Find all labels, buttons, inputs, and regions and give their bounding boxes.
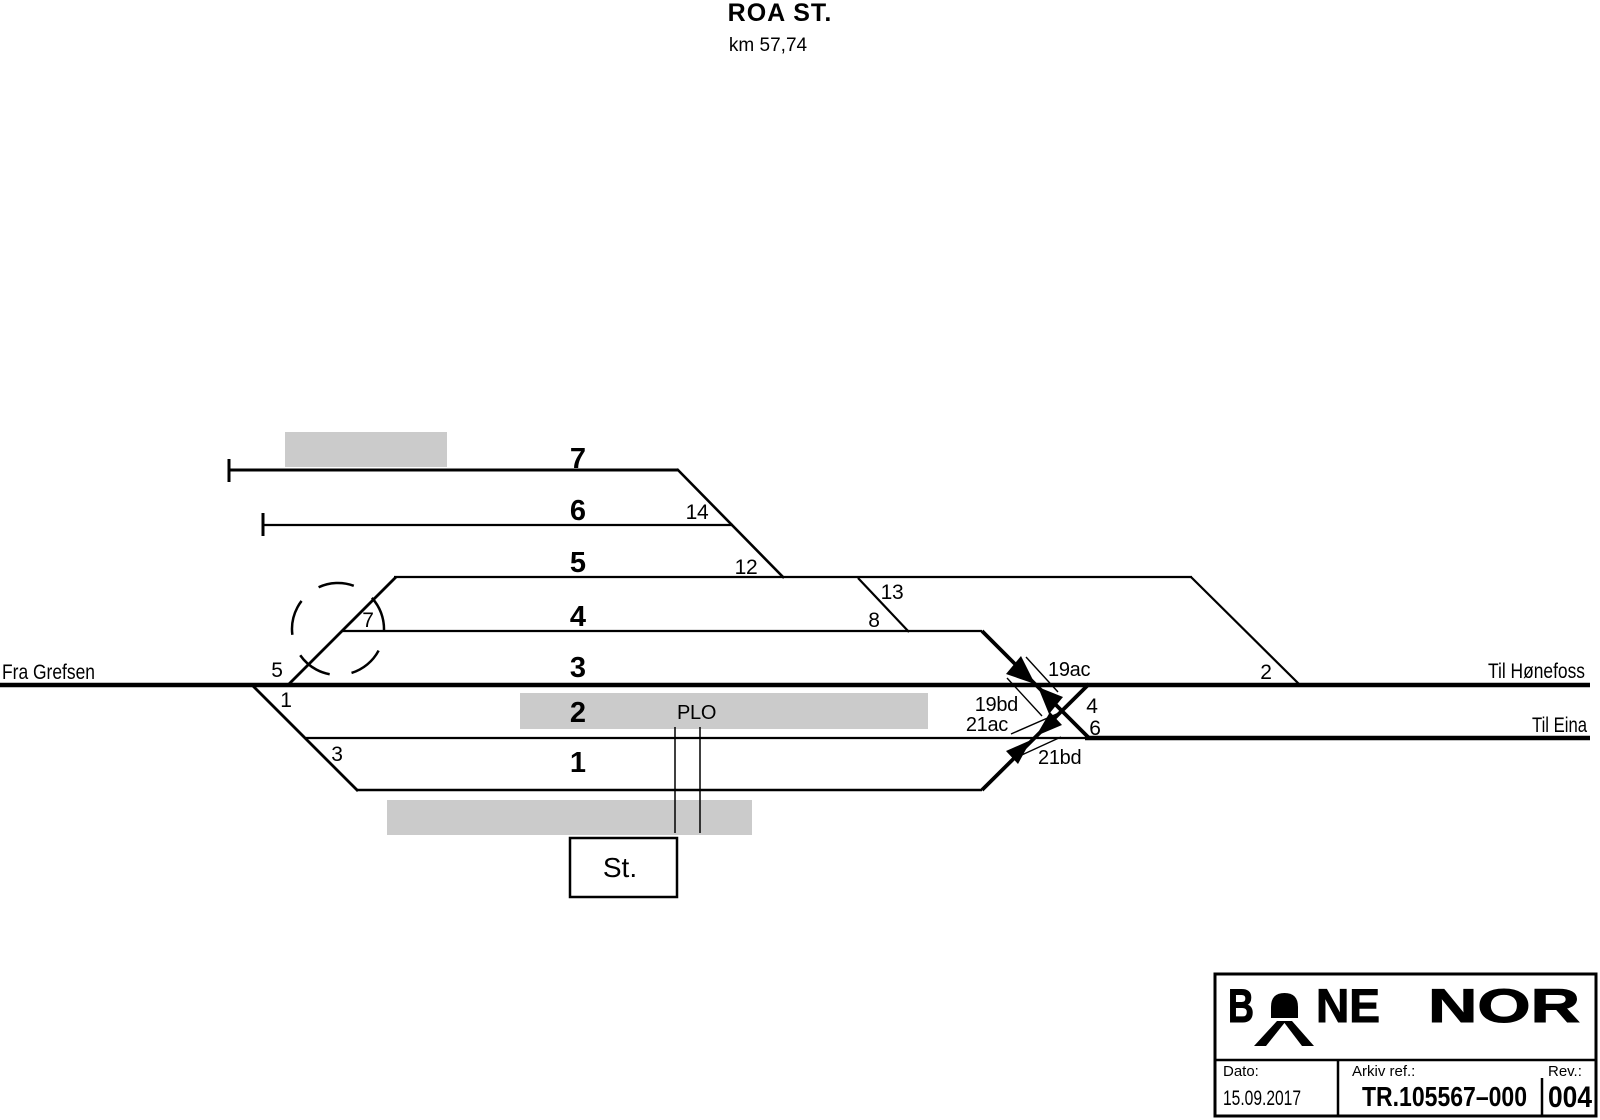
platform-track1	[387, 800, 752, 835]
switch-label-14: 14	[686, 501, 709, 524]
logo-letter-b: B	[1228, 979, 1254, 1032]
switch-13-diagonal	[857, 577, 910, 633]
switch-5-diagonal	[286, 576, 397, 687]
crossing-label-21bd: 21bd	[1038, 747, 1081, 769]
logo-tunnel-dome-icon	[1271, 993, 1298, 1018]
track-5-exit-diagonal	[1190, 576, 1302, 687]
bane-nor-logo: B NE NOR	[1228, 979, 1581, 1046]
track-number-5: 5	[570, 547, 586, 579]
station-building-label: St.	[603, 852, 637, 883]
dato-label: Dato:	[1223, 1063, 1259, 1080]
leader-21bd	[1012, 736, 1062, 760]
track-number-4: 4	[570, 601, 586, 633]
switch-label-7: 7	[362, 609, 373, 632]
crossover-diagonal-up	[980, 682, 1091, 792]
logo-right-leg-icon	[1283, 1021, 1314, 1046]
to-eina-label: Til Eina	[1532, 714, 1587, 737]
logo-letters-ne: NE	[1316, 979, 1380, 1032]
crossing-triangle-19-lower	[1038, 687, 1063, 714]
leader-19ac	[1025, 656, 1059, 693]
crossing-triangle-21-lower	[1006, 740, 1031, 764]
crossing-triangle-21-upper	[1036, 712, 1062, 736]
to-honefoss-label: Til Hønefoss	[1488, 660, 1585, 683]
crossing-label-21ac: 21ac	[966, 714, 1008, 736]
switch-label-2: 2	[1260, 661, 1271, 684]
switch-label-4: 4	[1086, 695, 1098, 718]
logo-left-leg-icon	[1254, 1021, 1286, 1046]
rev-value: 004	[1548, 1081, 1592, 1114]
arkiv-ref-label: Arkiv ref.:	[1352, 1063, 1415, 1080]
crossover-diagonal-down	[980, 629, 1091, 740]
dato-value: 15.09.2017	[1223, 1087, 1301, 1110]
km-subtitle: km 57,74	[729, 35, 808, 56]
switch-label-1: 1	[280, 689, 291, 712]
track-number-2: 2	[570, 697, 586, 729]
platform-track2	[520, 693, 928, 729]
switch-label-5: 5	[271, 659, 282, 682]
switch-label-6: 6	[1089, 717, 1100, 740]
switch-label-8: 8	[868, 609, 879, 632]
platform-track7	[285, 432, 447, 467]
leader-19bd	[1006, 677, 1043, 717]
switch-label-3: 3	[331, 743, 342, 766]
crossing-triangle-19-upper	[1006, 656, 1035, 684]
track-number-1: 1	[570, 747, 586, 779]
crossing-label-19bd: 19bd	[975, 694, 1018, 716]
page-title: ROA ST.	[728, 0, 833, 27]
track-number-7: 7	[570, 443, 586, 475]
switch-label-12: 12	[735, 556, 758, 579]
rev-label: Rev.:	[1548, 1063, 1582, 1080]
switch-1-diagonal	[251, 684, 359, 792]
arkiv-ref-value: TR.105567–000	[1362, 1081, 1527, 1112]
leader-21ac	[1010, 712, 1060, 735]
crossing-label-19ac: 19ac	[1048, 659, 1090, 681]
track-number-3: 3	[570, 652, 586, 684]
track-7-diagonal	[676, 468, 785, 579]
plo-label: PLO	[677, 702, 716, 724]
switch-label-13: 13	[881, 581, 904, 604]
logo-letters-nor: NOR	[1428, 979, 1580, 1032]
track-number-6: 6	[570, 495, 586, 527]
switch-highlight-circle	[290, 581, 386, 677]
from-grefsen-label: Fra Grefsen	[2, 661, 95, 684]
station-building-box	[568, 836, 679, 899]
